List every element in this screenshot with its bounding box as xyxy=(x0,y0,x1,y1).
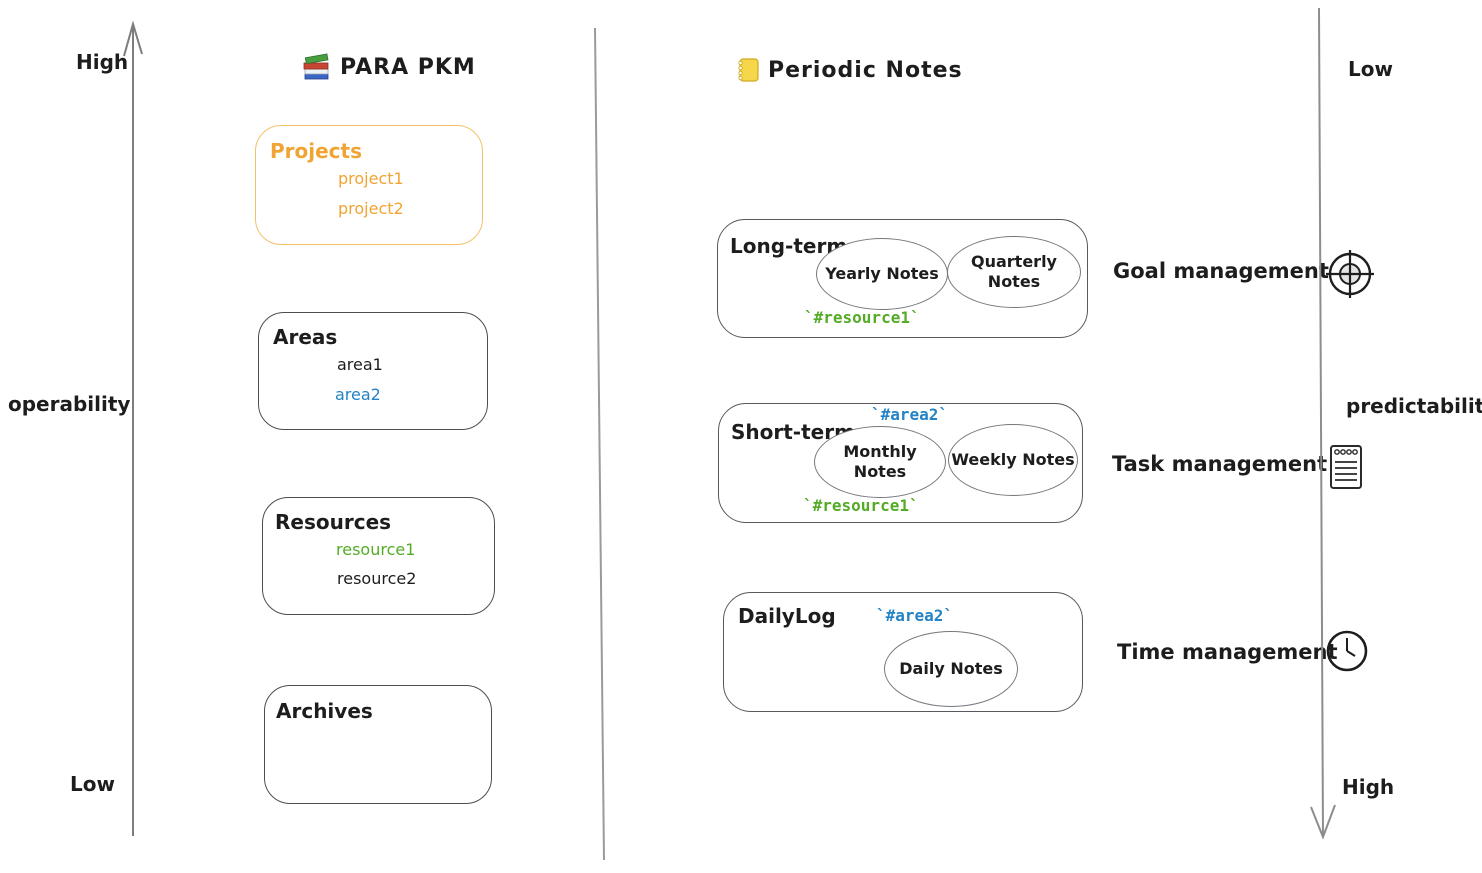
long-term-box: Long-term Yearly Notes Quarterly Notes `… xyxy=(717,219,1088,338)
quarterly-notes-ellipse: Quarterly Notes xyxy=(947,236,1081,308)
areas-label: Areas xyxy=(273,325,338,349)
daily-notes-ellipse: Daily Notes xyxy=(884,631,1018,707)
daily-log-area-tag: `#area2` xyxy=(876,606,954,625)
short-term-area-tag: `#area2` xyxy=(871,405,949,424)
daily-log-box: DailyLog `#area2` Daily Notes xyxy=(723,592,1083,712)
predictability-axis-arrow xyxy=(1310,7,1336,840)
column-divider-line xyxy=(594,27,605,861)
books-icon xyxy=(303,53,329,80)
target-icon xyxy=(1326,250,1374,298)
project2-item: project2 xyxy=(338,199,404,218)
left-axis-title: operability xyxy=(8,392,131,416)
projects-label: Projects xyxy=(270,139,363,163)
left-axis-low-label: Low xyxy=(70,772,115,796)
time-management-label: Time management xyxy=(1117,640,1338,664)
right-axis-high-label: High xyxy=(1342,775,1395,799)
archives-label: Archives xyxy=(276,699,373,723)
operability-axis-arrow xyxy=(123,20,143,836)
right-axis-low-label: Low xyxy=(1348,57,1393,81)
left-axis-high-label: High xyxy=(76,50,129,74)
yearly-notes-ellipse: Yearly Notes xyxy=(816,238,948,310)
resources-box: Resources resource1 resource2 xyxy=(262,497,495,615)
resource2-item: resource2 xyxy=(337,569,417,588)
weekly-notes-ellipse: Weekly Notes xyxy=(948,424,1078,496)
notepad-icon xyxy=(1330,445,1362,489)
area2-item: area2 xyxy=(335,385,381,404)
resource1-item: resource1 xyxy=(336,540,416,559)
task-management-label: Task management xyxy=(1112,452,1328,476)
clock-icon xyxy=(1326,630,1368,672)
ledger-icon xyxy=(738,58,759,82)
long-term-resource-tag: `#resource1` xyxy=(804,308,920,327)
right-axis-title: predictability xyxy=(1346,394,1482,418)
periodic-title: Periodic Notes xyxy=(768,58,963,83)
monthly-notes-ellipse: Monthly Notes xyxy=(814,426,946,498)
goal-management-label: Goal management xyxy=(1113,259,1329,283)
area1-item: area1 xyxy=(337,355,383,374)
archives-box: Archives xyxy=(264,685,492,804)
daily-log-label: DailyLog xyxy=(738,604,836,628)
short-term-box: `#area2` Short-term Monthly Notes Weekly… xyxy=(718,403,1083,523)
resources-label: Resources xyxy=(275,510,392,534)
short-term-resource-tag: `#resource1` xyxy=(803,496,919,515)
projects-box: Projects project1 project2 xyxy=(255,125,483,245)
para-title: PARA PKM xyxy=(340,55,476,80)
areas-box: Areas area1 area2 xyxy=(258,312,488,430)
project1-item: project1 xyxy=(338,169,404,188)
